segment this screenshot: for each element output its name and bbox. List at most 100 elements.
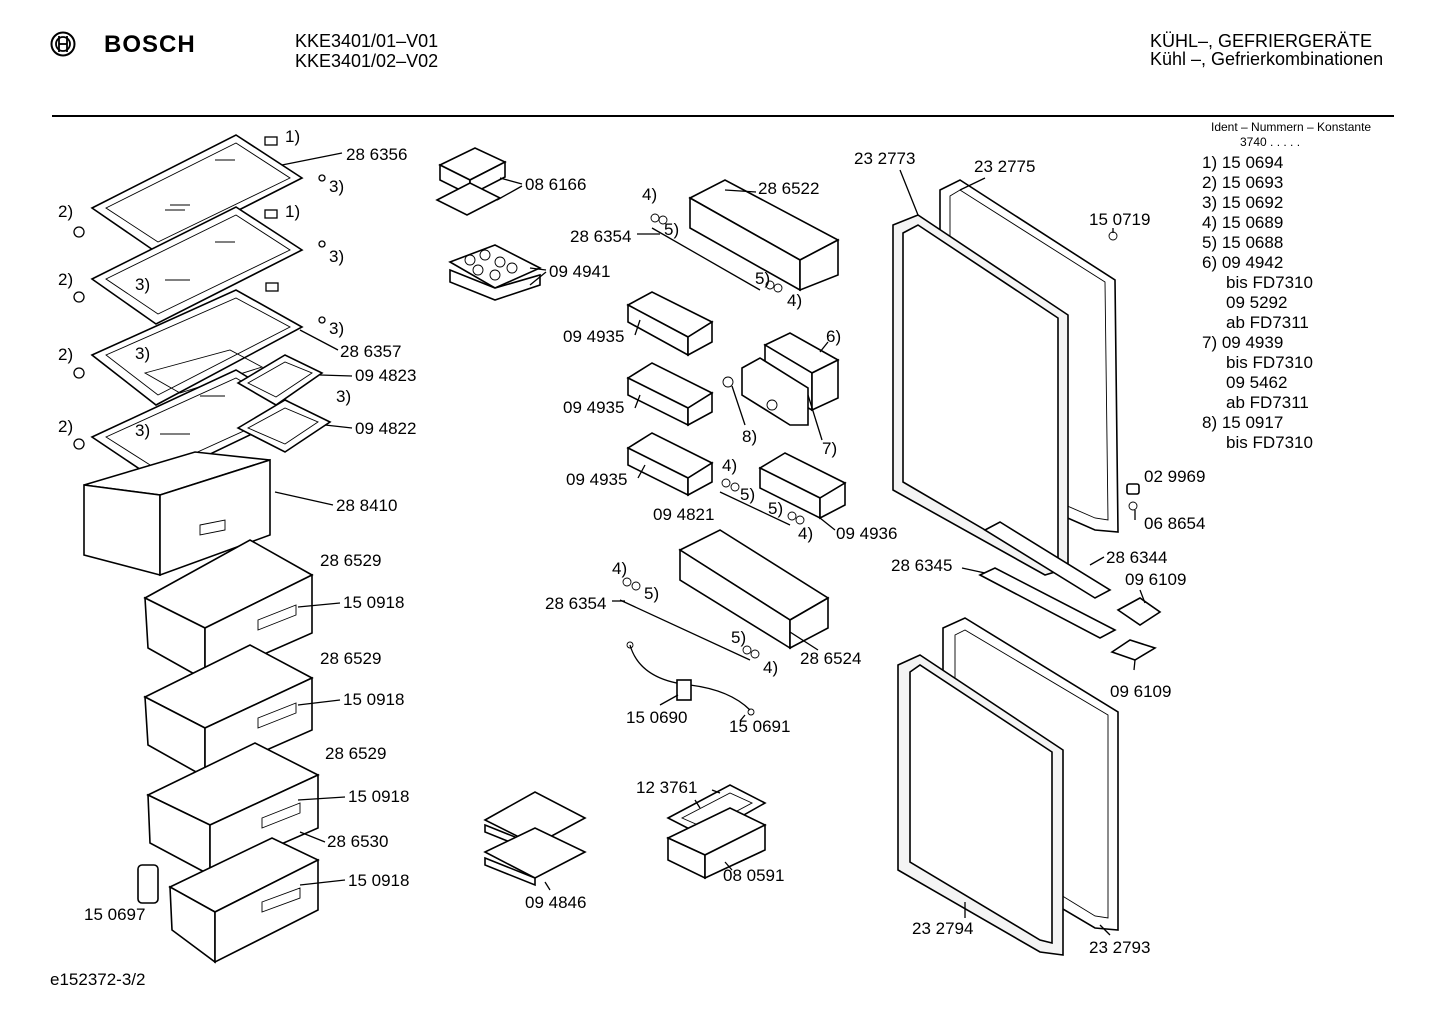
label-086166: 08 6166 (525, 175, 587, 194)
label-150690: 15 0690 (626, 708, 688, 727)
model-line-1: KKE3401/01–V01 (295, 31, 439, 51)
crisper-cover-288410 (83, 451, 271, 577)
label-232793: 23 2793 (1089, 938, 1151, 957)
label-286354-b: 28 6354 (545, 594, 607, 613)
key-item-2: 2) 15 0693 (1202, 173, 1284, 192)
label-096109-b: 09 6109 (1110, 682, 1172, 701)
lamp-cable (626, 641, 755, 716)
ref-3-b: 3) (329, 247, 345, 266)
ref-5-f: 5) (731, 628, 747, 647)
label-029969: 02 9969 (1144, 467, 1206, 486)
ref-3-d: 3) (329, 319, 345, 338)
label-232773: 23 2773 (854, 149, 916, 168)
label-286529-a: 28 6529 (320, 551, 382, 570)
glass-shelf-top (90, 134, 304, 253)
label-068654: 06 8654 (1144, 514, 1206, 533)
title-line-2: Kühl –, Gefrierkombinationen (1150, 49, 1384, 69)
label-286529-c: 28 6529 (325, 744, 387, 763)
key-item-6-alt: 09 5292 (1226, 293, 1288, 312)
drawer-3 (146, 742, 320, 877)
key-item-8-note: bis FD7310 (1226, 433, 1313, 452)
key-item-6-note-1: bis FD7310 (1226, 273, 1313, 292)
label-150697: 15 0697 (84, 905, 146, 924)
ref-3-f: 3) (336, 387, 352, 406)
label-094936: 09 4936 (836, 524, 898, 543)
label-094935-a: 09 4935 (563, 327, 625, 346)
ice-box-080591 (666, 807, 767, 880)
ref-4-c: 4) (722, 456, 738, 475)
key-item-3: 3) 15 0692 (1202, 193, 1284, 212)
label-150918-a: 15 0918 (343, 593, 405, 612)
label-150918-b: 15 0918 (343, 690, 405, 709)
label-094935-b: 09 4935 (563, 398, 625, 417)
bosch-logo-icon (50, 31, 76, 57)
label-286529-b: 28 6529 (320, 649, 382, 668)
ref-5-c: 5) (740, 485, 756, 504)
label-286344: 28 6344 (1106, 548, 1168, 567)
egg-tray-094941 (448, 244, 542, 301)
ref-4-f: 4) (763, 658, 779, 677)
hinge-286344 (983, 521, 1112, 599)
title-line-1: KÜHL–, GEFRIERGERÄTE (1150, 31, 1373, 51)
gasket-232773 (892, 214, 1069, 576)
glass-shelf-3 (90, 289, 304, 406)
key-item-8: 8) 15 0917 (1202, 413, 1284, 432)
door-shelf-286524 (678, 529, 830, 650)
butter-dish-086166 (435, 147, 507, 216)
key-item-6: 6) 09 4942 (1202, 253, 1284, 272)
key-item-6-note-2: ab FD7311 (1226, 313, 1309, 332)
label-286354-a: 28 6354 (570, 227, 632, 246)
label-286524: 28 6524 (800, 649, 862, 668)
ref-5-b: 5) (755, 269, 771, 288)
key-item-7-alt: 09 5462 (1226, 373, 1288, 392)
label-286522: 28 6522 (758, 179, 820, 198)
ref-4-b: 4) (787, 291, 803, 310)
label-123761: 12 3761 (636, 778, 698, 797)
label-232775: 23 2775 (974, 157, 1036, 176)
label-094941: 09 4941 (549, 262, 611, 281)
ref-2-b: 2) (58, 270, 74, 289)
model-line-2: KKE3401/02–V02 (295, 51, 439, 71)
drawer-2 (143, 644, 314, 779)
key-item-7-note-2: ab FD7311 (1226, 393, 1309, 412)
header-divider (52, 115, 1394, 117)
ref-3-a: 3) (329, 177, 345, 196)
ref-1-b: 1) (285, 202, 301, 221)
label-286530: 28 6530 (327, 832, 389, 851)
label-232794: 23 2794 (912, 919, 974, 938)
ref-5-a: 5) (664, 220, 680, 239)
label-094935-c: 09 4935 (566, 470, 628, 489)
key-item-1: 1) 15 0694 (1202, 153, 1284, 172)
key-constant: 3740 . . . . . (1240, 135, 1301, 149)
ref-4-a: 4) (642, 185, 658, 204)
box-094935b (626, 362, 714, 427)
key-item-7-note-1: bis FD7310 (1226, 353, 1313, 372)
glass-shelf-2 (90, 206, 304, 325)
key-item-5: 5) 15 0688 (1202, 233, 1284, 252)
label-286345: 28 6345 (891, 556, 953, 575)
ref-3-e: 3) (135, 344, 151, 363)
label-286357: 28 6357 (340, 342, 402, 361)
label-150918-c: 15 0918 (348, 787, 410, 806)
label-288410: 28 8410 (336, 496, 398, 515)
cover-tray-094822 (236, 399, 332, 453)
ref-3-g: 3) (135, 421, 151, 440)
ref-2-a: 2) (58, 202, 74, 221)
part-150697 (137, 864, 159, 904)
key-item-4: 4) 15 0689 (1202, 213, 1284, 232)
brand-name: BOSCH (104, 31, 196, 58)
drawing-code: e152372-3/2 (50, 970, 146, 989)
gasket-232794 (897, 654, 1064, 956)
ref-1-a: 1) (285, 127, 301, 146)
door-shelf-286522 (688, 179, 840, 292)
ref-2-d: 2) (58, 417, 74, 436)
bracket-094939 (741, 357, 809, 426)
box-094935c (626, 432, 714, 497)
label-094846: 09 4846 (525, 893, 587, 912)
ref-3-c: 3) (135, 275, 151, 294)
ref-5-e: 5) (644, 584, 660, 603)
label-150719: 15 0719 (1089, 210, 1151, 229)
label-094822: 09 4822 (355, 419, 417, 438)
drawer-4 (168, 837, 320, 964)
ref-4-d: 4) (798, 524, 814, 543)
